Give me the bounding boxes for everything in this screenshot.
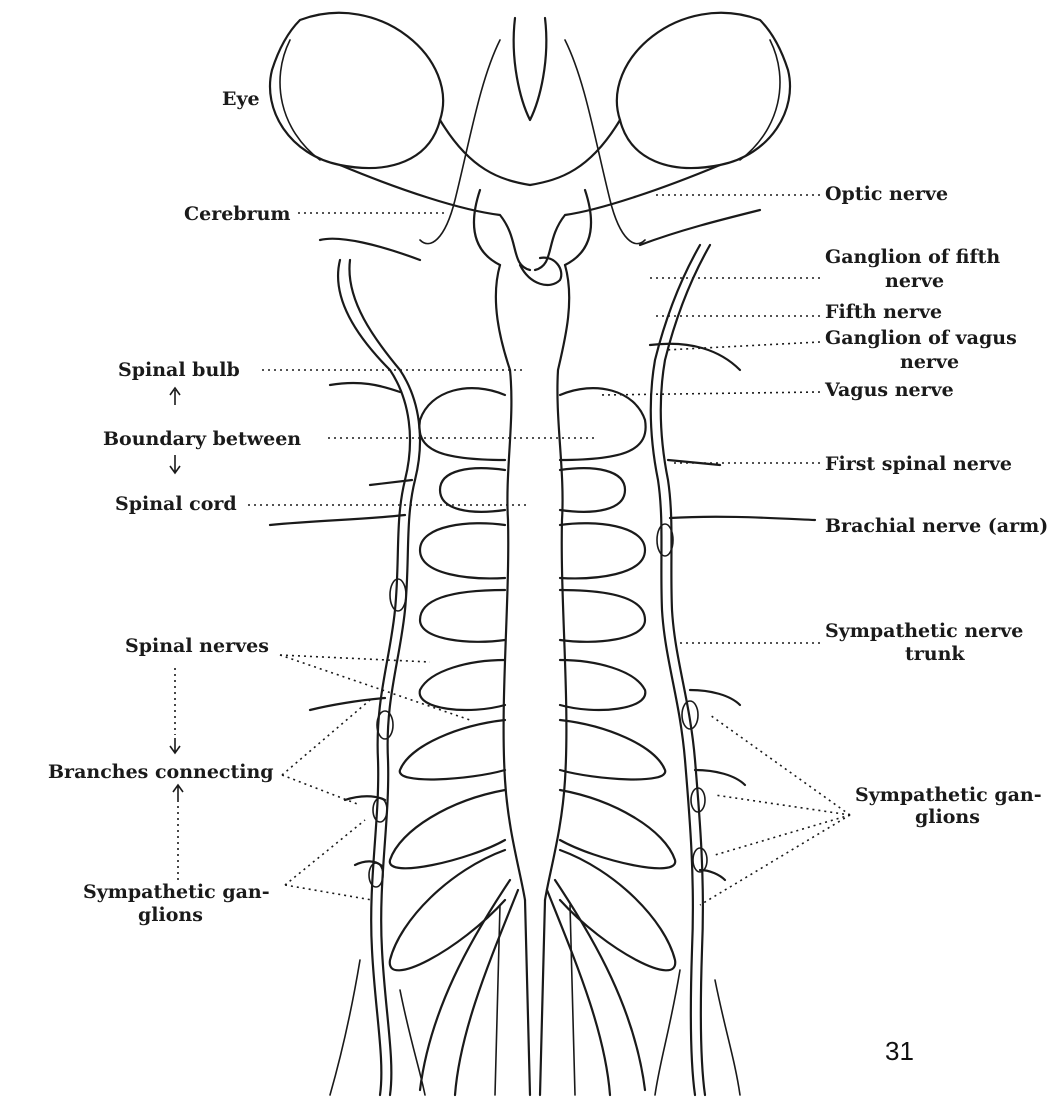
spinal-cord [495,265,575,1095]
label-spinal-cord: Spinal cord [115,493,237,515]
label-ganglion-vagus-1: Ganglion of vagus [825,327,1017,349]
label-vagus-nerve: Vagus nerve [824,379,954,401]
label-sympathetic-ganglions-right-2: glions [915,806,980,828]
left-labels: Eye Cerebrum Spinal bulb Boundary betwee… [48,88,301,926]
label-spinal-nerves: Spinal nerves [125,635,269,657]
label-first-spinal-nerve: First spinal nerve [825,453,1012,475]
label-brachial-nerve: Brachial nerve (arm) [825,515,1048,537]
label-boundary-between: Boundary between [103,428,301,450]
label-eye: Eye [222,88,260,110]
label-sympathetic-ganglions-left-1: Sympathetic gan- [83,881,270,903]
left-sympathetic-trunk [270,239,425,1095]
label-sympathetic-ganglions-right-1: Sympathetic gan- [855,784,1042,806]
label-ganglion-fifth-1: Ganglion of fifth [825,246,1000,268]
right-sympathetic-trunk [640,210,815,1095]
arrow-up [173,785,183,800]
arrow-down [170,738,180,753]
arrow-down [170,455,180,473]
right-eye [617,13,790,168]
right-labels: Optic nerve Ganglion of fifth nerve Fift… [824,183,1048,828]
label-sympathetic-trunk-2: trunk [905,643,965,665]
cerebrum [340,18,720,285]
label-sympathetic-trunk-1: Sympathetic nerve [825,620,1023,642]
label-sympathetic-ganglions-left-2: glions [138,904,203,926]
left-nerve-loops [390,388,518,1095]
label-branches-connecting: Branches connecting [48,761,274,783]
label-optic-nerve: Optic nerve [825,183,948,205]
eyes [270,13,790,168]
label-fifth-nerve: Fifth nerve [825,301,942,323]
left-eye [270,13,443,168]
label-spinal-bulb: Spinal bulb [118,359,240,381]
page-number: 31 [885,1036,914,1067]
label-ganglion-fifth-2: nerve [885,270,944,292]
label-ganglion-vagus-2: nerve [900,351,959,373]
leader-lines [175,195,850,905]
arrow-up [170,388,180,405]
label-cerebrum: Cerebrum [184,203,291,225]
